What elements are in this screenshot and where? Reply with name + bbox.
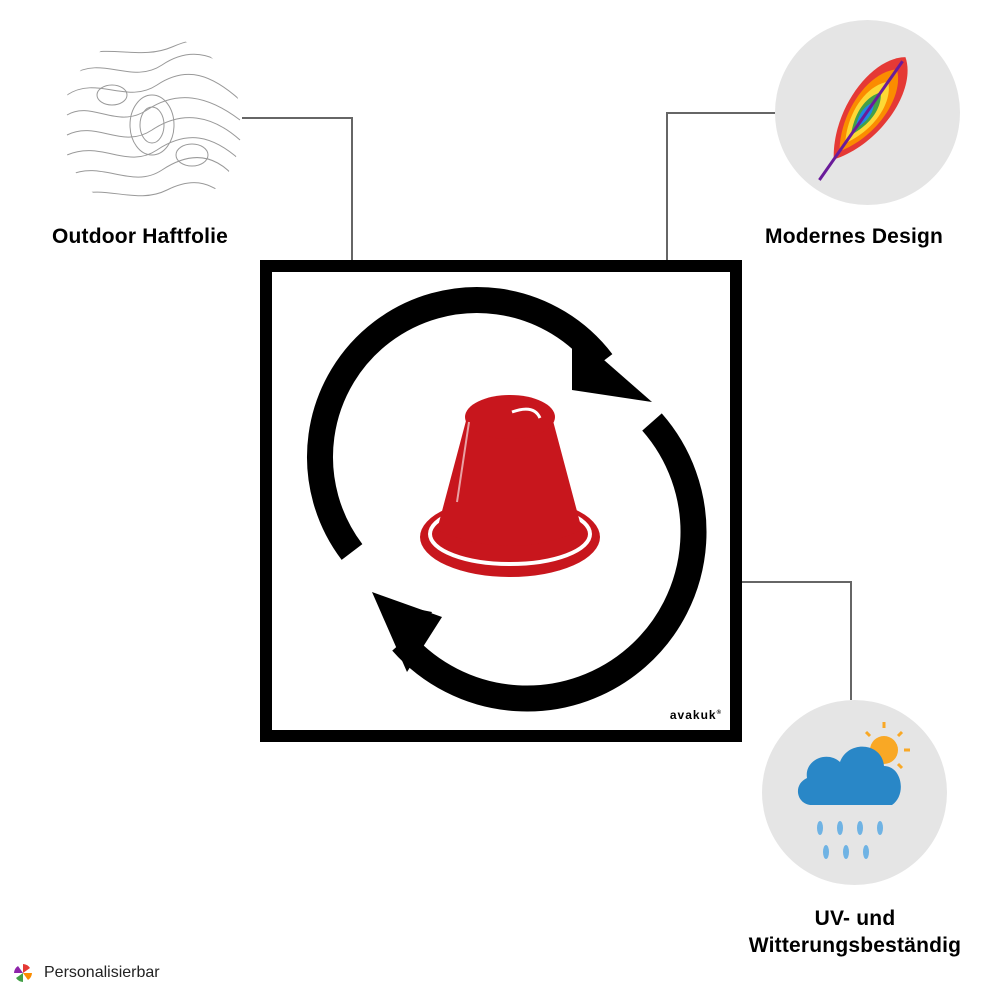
- fingerprint-texture-icon: [62, 35, 242, 215]
- coffee-capsule-recycle-icon: [307, 287, 707, 712]
- feature-label-uv: UV- und Witterungsbeständig: [748, 907, 962, 957]
- brand-logo: avakuk®: [669, 708, 722, 722]
- pinwheel-icon: [14, 964, 32, 982]
- sticker-preview: avakuk®: [260, 260, 742, 742]
- footer-personalisierbar: Personalisierbar: [12, 962, 160, 984]
- feature-label-outdoor: Outdoor Haftfolie: [52, 225, 229, 248]
- feature-label-design: Modernes Design: [765, 225, 944, 248]
- footer-label: Personalisierbar: [44, 964, 160, 981]
- rain-cloud-sun-icon: [762, 700, 947, 885]
- rainbow-feather-icon: [775, 20, 960, 205]
